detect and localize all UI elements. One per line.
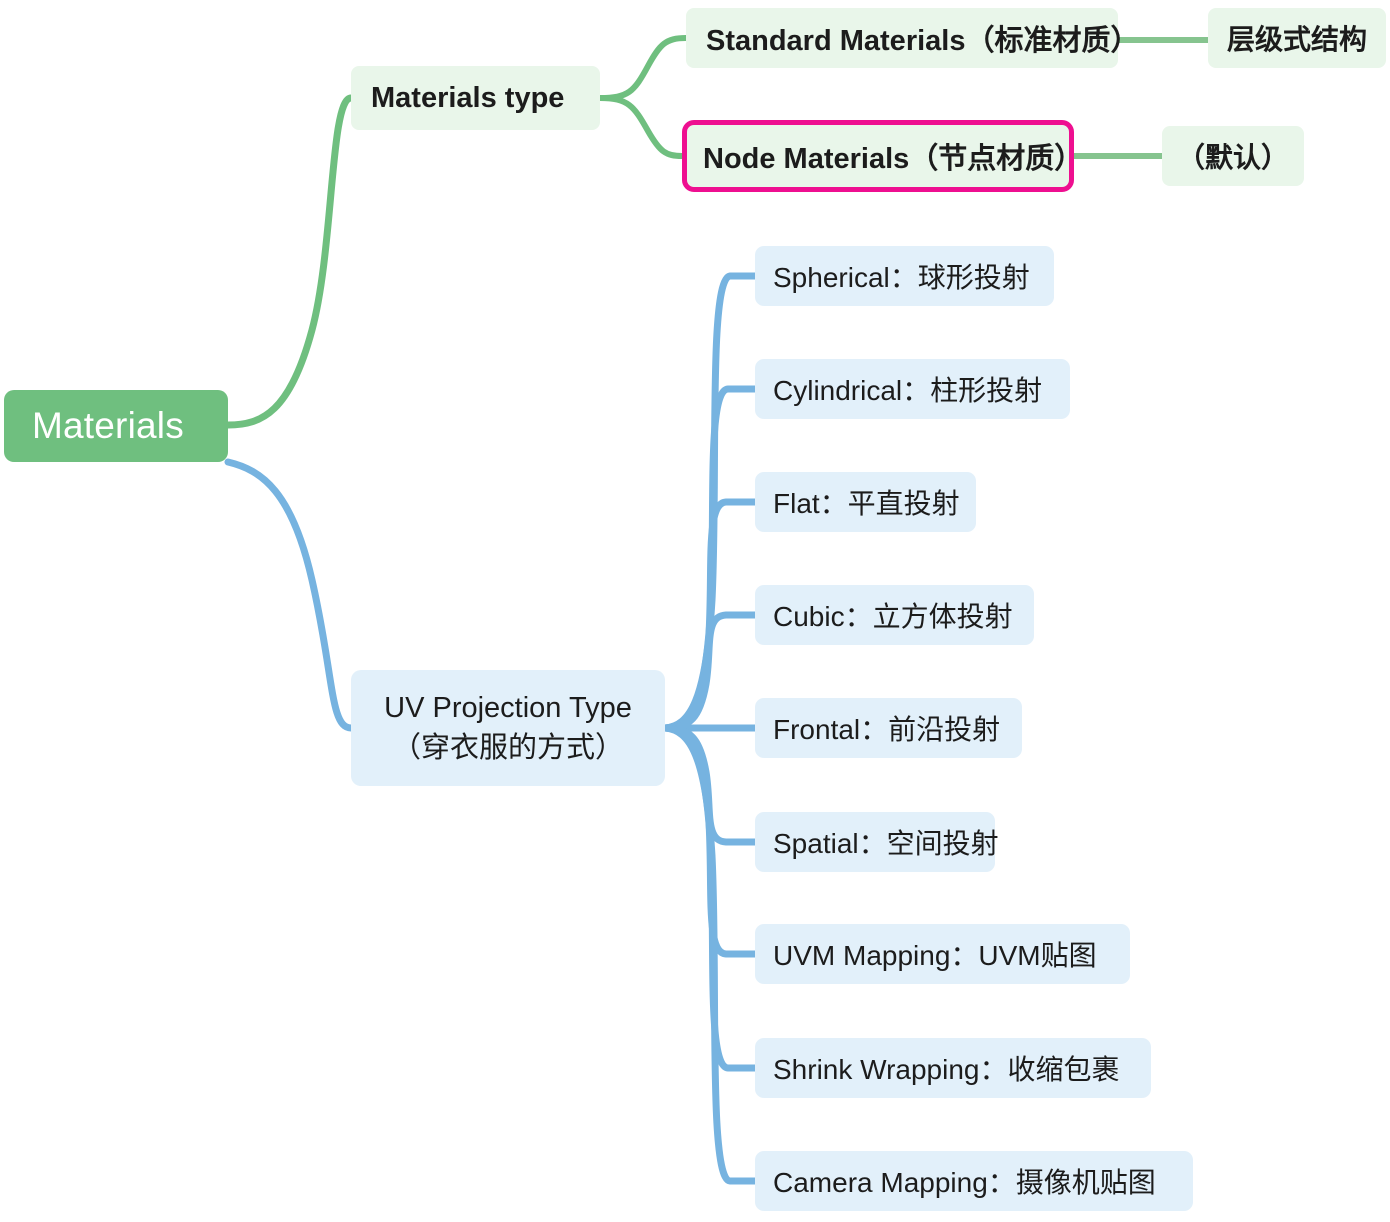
node-shrink-wrapping-label: Shrink Wrapping：收缩包裹 — [773, 1054, 1120, 1085]
edge-uv-to-cylindrical — [661, 385, 759, 732]
node-uv-projection-type-label-line2: （穿衣服的方式） — [391, 732, 624, 764]
node-spatial-label: Spatial：空间投射 — [773, 828, 999, 859]
node-default-label: （默认） — [1176, 142, 1289, 173]
uv-branch-edges — [661, 272, 759, 1185]
root-node-label: Materials — [32, 405, 184, 446]
node-materials-type-label: Materials type — [371, 81, 565, 114]
node-hierarchical-structure[interactable]: 层级式结构 — [1208, 8, 1386, 68]
node-flat-label: Flat：平直投射 — [773, 488, 960, 519]
node-default[interactable]: （默认） — [1162, 126, 1304, 186]
node-cylindrical-label: Cylindrical：柱形投射 — [773, 375, 1043, 406]
edge-materials-type-to-standard — [597, 35, 689, 101]
edge-uv-to-spatial — [661, 724, 759, 846]
node-spherical[interactable]: Spherical：球形投射 — [755, 246, 1054, 306]
node-uvm-mapping-label: UVM Mapping：UVM贴图 — [773, 940, 1097, 971]
node-node-materials-label: Node Materials（节点材质） — [703, 143, 1084, 175]
edge-uv-to-cubic — [661, 611, 759, 732]
root-node-materials[interactable]: Materials — [4, 390, 228, 462]
node-uv-projection-type-label-line1: UV Projection Type — [384, 691, 632, 724]
edge-root-to-uv-projection — [224, 458, 355, 732]
edge-uv-to-flat — [661, 498, 759, 732]
node-frontal-label: Frontal：前沿投射 — [773, 714, 1001, 745]
node-standard-materials-label: Standard Materials（标准材质） — [706, 25, 1140, 57]
node-hierarchical-structure-label: 层级式结构 — [1226, 24, 1367, 55]
node-camera-mapping-label: Camera Mapping：摄像机贴图 — [773, 1167, 1156, 1198]
node-uv-projection-type[interactable]: UV Projection Type （穿衣服的方式） — [351, 670, 665, 786]
node-camera-mapping[interactable]: Camera Mapping：摄像机贴图 — [755, 1151, 1193, 1211]
node-spherical-label: Spherical：球形投射 — [773, 262, 1030, 293]
edge-uv-to-camera-mapping — [661, 724, 759, 1185]
edge-uv-to-shrink-wrapping — [661, 724, 759, 1072]
edge-uv-to-spherical — [661, 272, 759, 732]
node-shrink-wrapping[interactable]: Shrink Wrapping：收缩包裹 — [755, 1038, 1151, 1098]
edge-uv-to-uvm-mapping — [661, 724, 759, 958]
node-standard-materials[interactable]: Standard Materials（标准材质） — [686, 8, 1139, 68]
node-frontal[interactable]: Frontal：前沿投射 — [755, 698, 1022, 758]
node-spatial[interactable]: Spatial：空间投射 — [755, 812, 999, 872]
node-cubic[interactable]: Cubic：立方体投射 — [755, 585, 1034, 645]
node-cubic-label: Cubic：立方体投射 — [773, 601, 1013, 632]
node-uvm-mapping[interactable]: UVM Mapping：UVM贴图 — [755, 924, 1130, 984]
node-node-materials[interactable]: Node Materials（节点材质） — [682, 120, 1083, 192]
node-cylindrical[interactable]: Cylindrical：柱形投射 — [755, 359, 1070, 419]
node-flat[interactable]: Flat：平直投射 — [755, 472, 976, 532]
node-materials-type[interactable]: Materials type — [351, 66, 600, 130]
edge-root-to-materials-type — [224, 94, 355, 429]
edge-materials-type-to-node — [597, 95, 685, 159]
